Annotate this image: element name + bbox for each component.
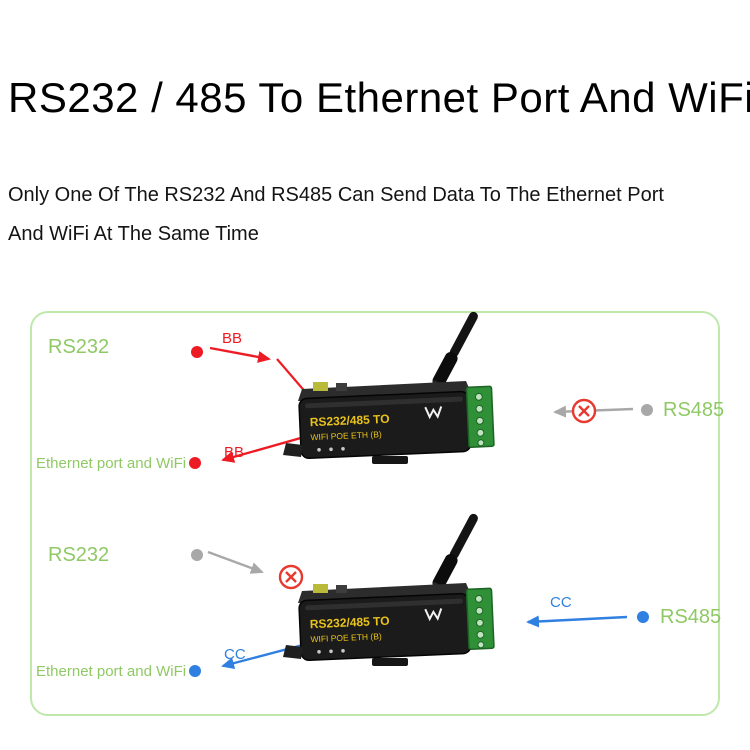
rs485-endpoint-dot [641, 404, 653, 416]
rs232-label: RS232 [48, 336, 110, 358]
led-indicator [317, 650, 321, 654]
blocked-x-icon [278, 564, 304, 590]
rs232-to-device-arrow [209, 346, 271, 363]
blocked-x-icon [571, 398, 597, 424]
top-port [336, 585, 347, 593]
subtitle: Only One Of The RS232 And RS485 Can Send… [8, 184, 664, 245]
output-flow-tag: CC [224, 646, 246, 663]
device-label-line1: RS232/485 TO [310, 614, 390, 631]
top-terminal [313, 584, 328, 593]
output-endpoint-dot [189, 457, 201, 469]
rs232-label: RS232 [48, 544, 110, 566]
wifi-antenna-icon [430, 513, 478, 595]
top-port [336, 383, 347, 391]
ethernet-wifi-label: Ethernet port and WiFi [36, 455, 187, 472]
rs232-blocked-arrow [207, 550, 264, 574]
device-label-line1: RS232/485 TO [310, 412, 390, 429]
output-endpoint-dot [189, 665, 201, 677]
led-indicator [341, 447, 345, 451]
terminal-block [465, 587, 495, 650]
din-rail-clip [372, 658, 408, 666]
rs485-endpoint-dot [637, 611, 649, 623]
serial-server-device: RS232/485 TO WIFI POE ETH (B) [283, 311, 495, 464]
diagram-panel [30, 311, 720, 716]
rs485-label: RS485 [663, 399, 725, 421]
wifi-antenna-icon [430, 311, 478, 393]
mounting-ear [283, 645, 303, 659]
device-label-line2: WIFI POE ETH (B) [310, 429, 382, 442]
rs232-endpoint-dot [191, 346, 203, 358]
led-indicator [329, 649, 333, 654]
waveshare-logo-icon [424, 608, 443, 622]
rs485-flow-tag: CC [550, 594, 572, 611]
ethernet-wifi-label: Ethernet port and WiFi [36, 663, 187, 680]
top-terminal [313, 382, 328, 391]
led-indicator [317, 448, 321, 452]
rs232-endpoint-dot [191, 549, 203, 561]
device-body-highlight [305, 396, 463, 409]
din-rail-clip [372, 456, 408, 464]
rs485-to-device-arrow [526, 615, 628, 628]
terminal-block [465, 385, 495, 448]
output-flow-tag: BB [224, 444, 245, 461]
rs485-label: RS485 [660, 606, 722, 628]
waveshare-logo-icon [424, 406, 443, 420]
serial-server-device: RS232/485 TO WIFI POE ETH (B) [283, 513, 495, 666]
led-indicator [329, 447, 333, 452]
device-label-line2: WIFI POE ETH (B) [310, 631, 382, 644]
rs232-flow-tag: BB [222, 330, 243, 347]
led-indicator [341, 649, 345, 653]
mounting-ear [283, 443, 303, 457]
page-title: RS232 / 485 To Ethernet Port And WiFi [8, 74, 750, 121]
device-body-highlight [305, 598, 463, 611]
